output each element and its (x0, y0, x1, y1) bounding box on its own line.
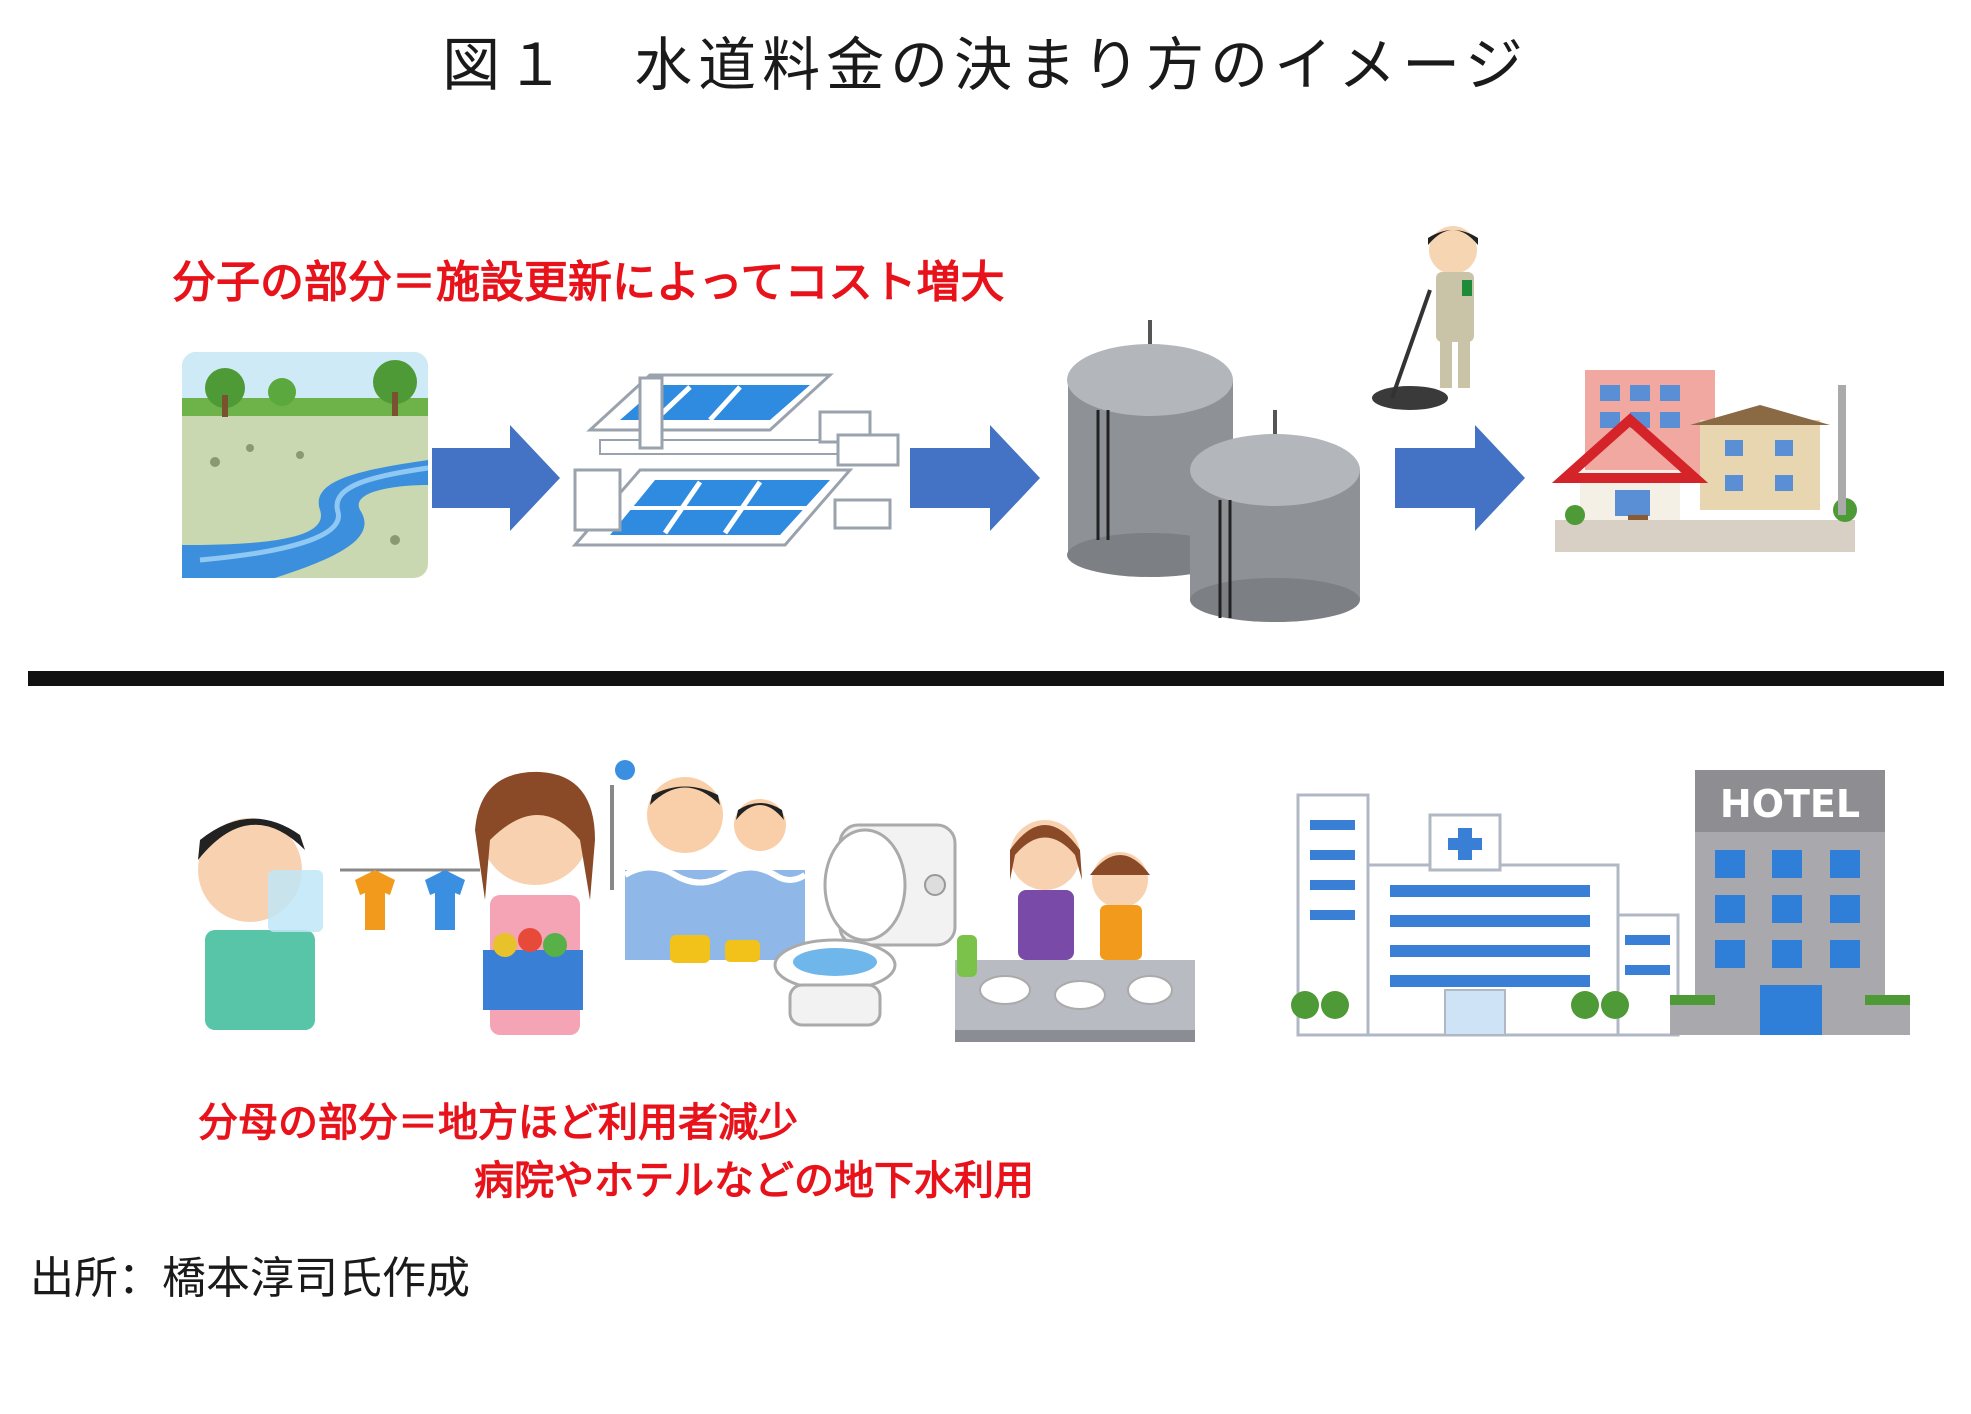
drinking-water-icon (198, 818, 323, 1030)
water-tanks-icon (1067, 320, 1360, 622)
numerator-label: 分子の部分＝施設更新によってコスト増大 (172, 257, 1005, 308)
pipe-inspector-icon (1372, 226, 1478, 410)
denominator-label-line1: 分母の部分＝地方ほど利用者減少 (198, 1100, 798, 1146)
section-divider (28, 671, 1944, 686)
arrow-icon (432, 425, 560, 531)
hotel-icon: HOTEL (1670, 770, 1910, 1035)
bath-icon (610, 760, 807, 963)
dishwashing-icon (955, 820, 1195, 1042)
denominator-label-line2: 病院やホテルなどの地下水利用 (474, 1158, 1034, 1204)
figure-title: 図１ 水道料金の決まり方のイメージ (442, 31, 1529, 99)
hotel-sign: HOTEL (1720, 782, 1860, 826)
source-note: 出所：橋本淳司氏作成 (30, 1253, 470, 1304)
houses-icon (1551, 370, 1857, 552)
toilet-icon (773, 823, 957, 1027)
hospital-icon (1291, 793, 1680, 1037)
laundry-icon (340, 771, 595, 1035)
arrow-icon (910, 425, 1040, 531)
arrow-icon (1395, 425, 1525, 531)
water-treatment-plant-icon (571, 373, 900, 547)
river-icon (182, 352, 429, 578)
